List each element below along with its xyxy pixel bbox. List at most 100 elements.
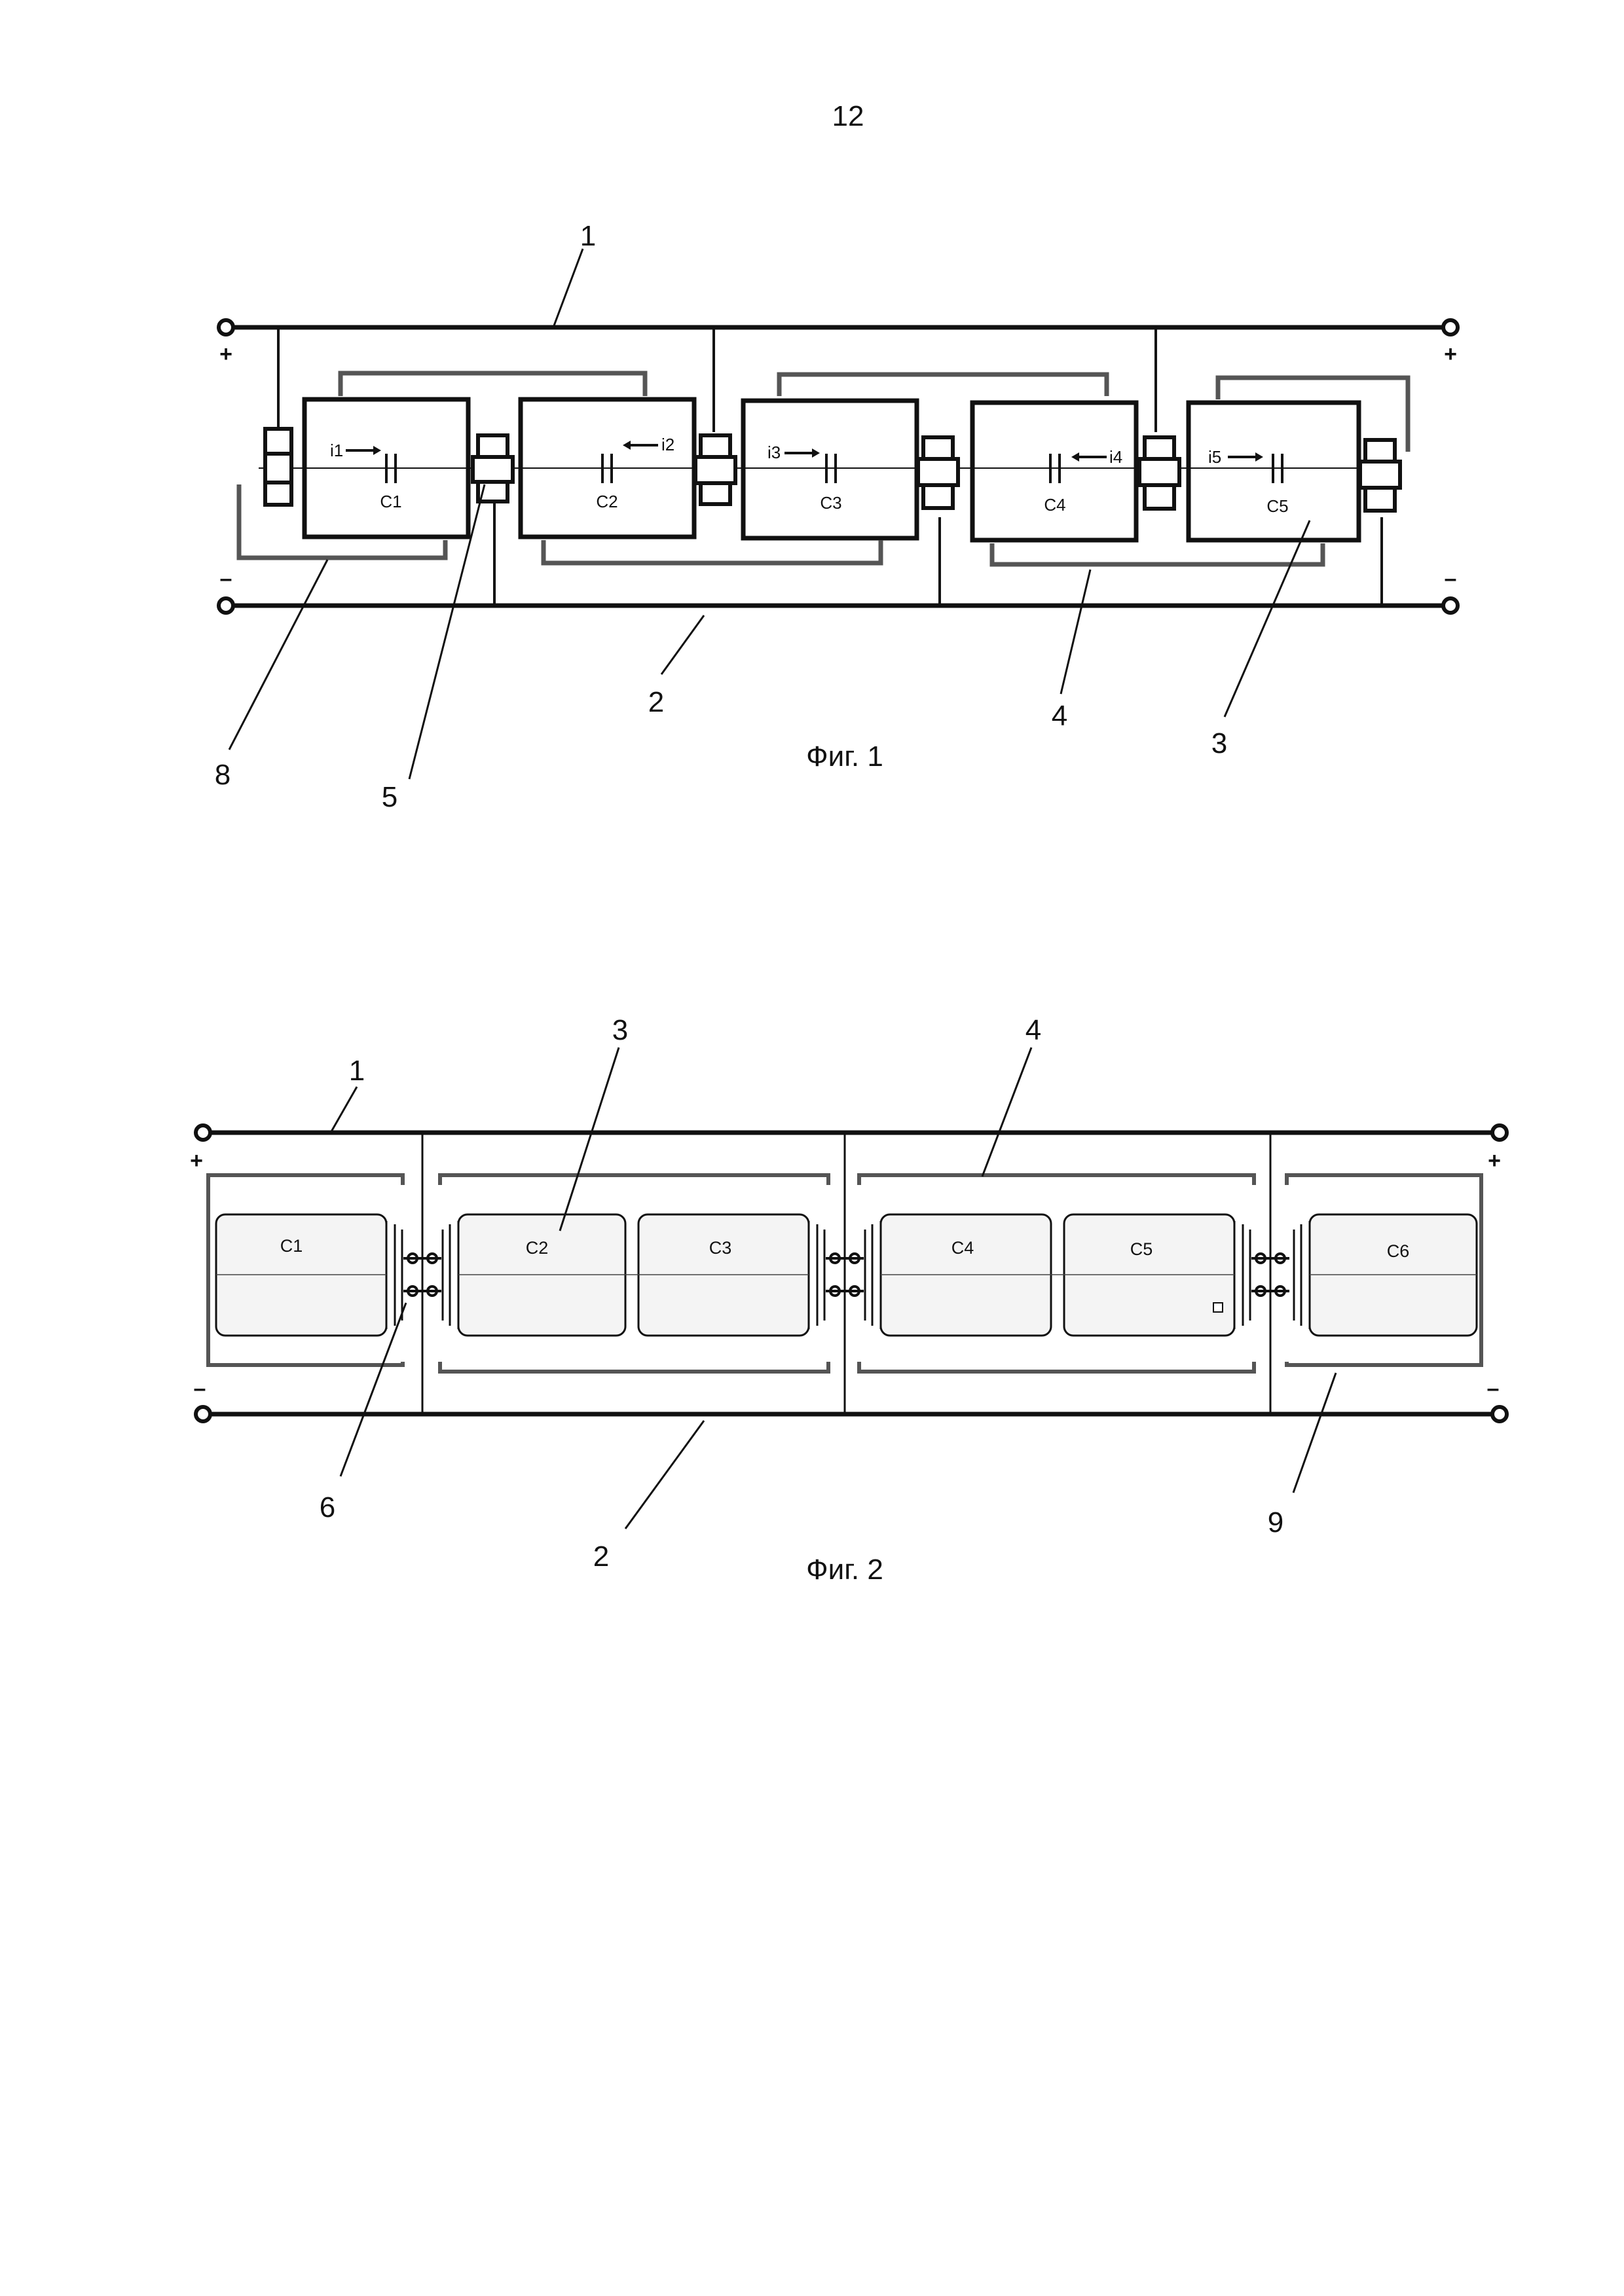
fig2-cap-label-c4: C4 xyxy=(951,1238,974,1258)
fig2-callout-1: 1 xyxy=(349,1055,365,1087)
fig1-callout-8: 8 xyxy=(215,759,231,791)
fig1-cap-label-1: C1 xyxy=(380,492,401,511)
fig1-module-c4 xyxy=(970,400,1139,543)
fig1-bracket-top-2 xyxy=(777,372,1109,396)
fig1-current-arrows xyxy=(346,441,1263,462)
fig2-bracket-3-top xyxy=(857,1173,1256,1185)
fig2-plus-right: + xyxy=(1488,1148,1501,1173)
fig1-leader-5 xyxy=(408,484,486,780)
fig1-capacitor-symbols xyxy=(385,454,1283,483)
fig1-connector-1-mid xyxy=(263,452,293,484)
fig2-terminal-minus-right xyxy=(1490,1405,1509,1423)
fig2-callout-6: 6 xyxy=(320,1491,335,1523)
fig2-bracket-2-bot xyxy=(438,1362,830,1374)
fig2-caption: Фиг. 2 xyxy=(806,1554,883,1586)
fig2-cap-label-c2: C2 xyxy=(526,1238,549,1258)
fig2-minus-right: – xyxy=(1487,1376,1500,1401)
fig1-connector-3-top xyxy=(699,433,732,459)
fig1-terminal-plus-right xyxy=(1441,318,1460,337)
fig1-connector-2-mid xyxy=(471,455,515,484)
fig1-caption: Фиг. 1 xyxy=(806,740,883,773)
fig1-connector-2 xyxy=(471,433,515,503)
fig1-connector-3-mid xyxy=(693,455,737,485)
fig1-arrowhead-i2 xyxy=(623,441,631,450)
fig1-cap-label-4: C4 xyxy=(1044,495,1065,515)
fig2-bracket-4 xyxy=(1285,1173,1483,1367)
fig2-cap-label-c6: C6 xyxy=(1387,1241,1410,1261)
fig1-leader-4 xyxy=(1060,569,1092,695)
fig1-terminal-minus-right xyxy=(1441,596,1460,615)
fig1-minus-left: – xyxy=(220,566,232,591)
fig2-leader-6 xyxy=(339,1302,407,1477)
fig1-cap-label-5: C5 xyxy=(1266,496,1288,516)
fig1-brackets xyxy=(236,371,1411,567)
fig2-minus-left: – xyxy=(194,1376,206,1401)
fig2-bracket-2-top xyxy=(438,1173,830,1185)
fig1-cap-label-3: C3 xyxy=(820,493,841,513)
fig2-callout-4: 4 xyxy=(1025,1014,1041,1046)
fig1-connector-2-top xyxy=(476,433,509,459)
fig2-leader-1 xyxy=(329,1086,358,1133)
fig1-connector-3-bot xyxy=(699,481,732,506)
fig1-connector-6 xyxy=(1358,438,1402,513)
fig1-current-label-1: i1 xyxy=(330,441,343,460)
fig2-bracket-1 xyxy=(206,1173,405,1367)
fig1-leader-2 xyxy=(660,615,705,675)
figure-2 xyxy=(194,1047,1509,1529)
fig1-current-label-3: i3 xyxy=(767,443,781,462)
fig1-callout-1: 1 xyxy=(580,220,596,252)
fig1-connector-5-bot xyxy=(1143,483,1176,511)
fig2-leader-9 xyxy=(1292,1372,1337,1493)
fig1-callout-4: 4 xyxy=(1052,700,1067,732)
fig1-leader-1 xyxy=(552,248,584,328)
fig2-terminal-plus-right xyxy=(1490,1123,1509,1142)
fig1-connector-5 xyxy=(1137,435,1181,511)
fig2-brackets xyxy=(206,1173,1483,1374)
fig2-cap-label-c5: C5 xyxy=(1130,1239,1153,1259)
fig2-leader-2 xyxy=(624,1420,705,1529)
fig1-bracket-top-3 xyxy=(1215,375,1411,452)
fig1-connector-4 xyxy=(916,435,960,510)
fig1-connector-1-bot xyxy=(263,481,293,507)
fig1-callout-2: 2 xyxy=(648,686,664,718)
fig1-connectors xyxy=(263,427,1402,513)
fig1-connector-6-top xyxy=(1363,438,1397,464)
fig2-cap-label-c3: C3 xyxy=(709,1238,732,1258)
fig1-plus-right: + xyxy=(1444,342,1457,367)
fig1-terminal-minus-left xyxy=(217,596,235,615)
fig1-current-label-5: i5 xyxy=(1208,447,1221,467)
fig2-terminal-plus-left xyxy=(194,1123,212,1142)
fig1-callout-3: 3 xyxy=(1211,727,1227,759)
fig1-bracket-bot-2 xyxy=(541,540,883,566)
fig1-leader-8 xyxy=(228,559,329,750)
fig1-connector-5-top xyxy=(1143,435,1176,461)
fig2-terminal-minus-left xyxy=(194,1405,212,1423)
fig1-callout-5: 5 xyxy=(382,781,397,813)
fig1-connector-4-mid xyxy=(916,457,960,487)
fig2-can-ribs xyxy=(385,1221,1311,1329)
fig2-leaders xyxy=(329,1047,1337,1529)
fig1-arrowhead-i5 xyxy=(1255,452,1263,462)
fig1-plus-left: + xyxy=(219,342,232,367)
fig1-leaders xyxy=(228,248,1311,780)
fig1-connector-1 xyxy=(263,427,293,507)
fig1-terminal-plus-left xyxy=(217,318,235,337)
fig1-bracket-bot-1 xyxy=(236,484,448,560)
fig2-callout-3: 3 xyxy=(612,1014,628,1046)
fig1-connector-4-top xyxy=(921,435,955,461)
fig1-bracket-bot-3 xyxy=(989,543,1325,567)
fig2-capacitor-cans xyxy=(215,1213,1478,1337)
fig2-vent-mark xyxy=(1213,1302,1223,1313)
fig1-leader-3 xyxy=(1223,520,1311,718)
fig1-connector-3 xyxy=(693,433,737,506)
fig2-plus-left: + xyxy=(190,1148,203,1173)
fig1-module-c3 xyxy=(741,398,919,541)
fig1-bracket-top-1 xyxy=(338,371,648,396)
fig1-connector-5-mid xyxy=(1137,457,1181,487)
figure-1 xyxy=(217,248,1460,780)
fig1-connector-6-mid xyxy=(1358,460,1402,490)
fig1-connector-1-top xyxy=(263,427,293,456)
page-number: 12 xyxy=(832,100,864,132)
fig1-current-label-4: i4 xyxy=(1109,447,1122,467)
